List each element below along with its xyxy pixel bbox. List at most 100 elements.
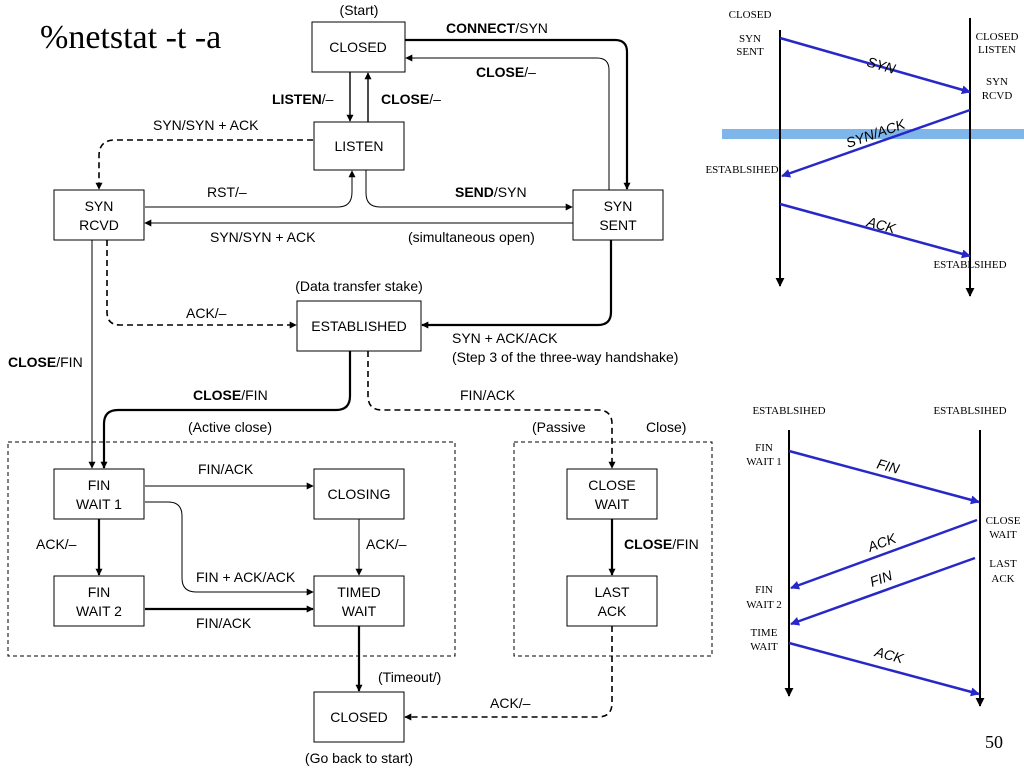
edge-synack-ack: [421, 240, 613, 329]
annotation-start: (Start): [340, 2, 379, 18]
state-label: CLOSE: [588, 477, 635, 493]
edge-send: [365, 170, 573, 211]
left-state-wait1: WAIT 1: [746, 456, 782, 468]
slide-title: %netstat -t -a: [40, 19, 221, 56]
edge-fin-ack-passive: [367, 351, 616, 469]
label-fin-ack-closing: FIN/ACK: [198, 461, 254, 477]
page-number: 50: [985, 732, 1003, 752]
msg-ack1-arrow: [790, 518, 978, 590]
highlight-band: [722, 129, 1024, 139]
state-label: ESTABLISHED: [311, 318, 406, 334]
left-state-time: TIME: [751, 627, 778, 639]
annotation-close: Close): [646, 419, 686, 435]
label-close-fin-cw: CLOSE/FIN: [624, 536, 699, 552]
handshake-diagram: SYN SYN/ACK ACK CLOSED SYN SENT CLOSED L…: [705, 9, 1024, 297]
state-closed-start: CLOSED: [311, 21, 406, 73]
label-fin-ack-passive: FIN/ACK: [460, 387, 516, 403]
state-closed-end: CLOSED: [313, 691, 405, 743]
label-send: SEND/SYN: [455, 184, 527, 200]
msg-ack-arrow: [779, 202, 971, 259]
edge-connect: [405, 38, 631, 190]
state-label: WAIT 2: [76, 603, 122, 619]
state-label: WAIT 1: [76, 496, 122, 512]
state-label: CLOSED: [329, 39, 387, 55]
edge-close-fin-mid: [100, 351, 352, 469]
state-label: ACK: [598, 603, 627, 619]
state-last-ack: LAST ACK: [566, 575, 658, 627]
teardown-diagram: FIN ACK FIN ACK ESTABLSIHED ESTABLSIHED …: [746, 405, 1021, 707]
label-ack-fw1: ACK/–: [36, 536, 77, 552]
edge-fin-ack-ack: [145, 501, 314, 596]
edge-syn-synack-top: [95, 139, 313, 190]
label-fin-ack-ack: FIN + ACK/ACK: [196, 569, 296, 585]
annotation-go-back: (Go back to start): [305, 750, 413, 766]
state-label: FIN: [88, 477, 111, 493]
right-state-listen: LISTEN: [978, 44, 1016, 56]
state-label: CLOSED: [330, 709, 388, 725]
label-close-top: CLOSE/–: [476, 64, 536, 80]
msg-syn-label: SYN: [865, 54, 898, 78]
state-label: WAIT: [342, 603, 377, 619]
state-timed-wait: TIMED WAIT: [313, 575, 405, 627]
right-state-rcvd: RCVD: [982, 90, 1013, 102]
label-syn-synack-top: SYN/SYN + ACK: [153, 117, 259, 133]
label-connect: CONNECT/SYN: [446, 20, 548, 36]
annotation-timeout: (Timeout/): [378, 669, 441, 685]
msg-fin2-label: FIN: [868, 567, 896, 590]
left-state-sent: SENT: [736, 46, 764, 58]
msg-fin2-arrow: [790, 556, 976, 626]
right-state-syn: SYN: [986, 76, 1008, 88]
annotation-passive: (Passive: [532, 419, 586, 435]
right-state-ack: ACK: [991, 573, 1014, 585]
state-label: CLOSING: [327, 486, 390, 502]
left-state-fin2: FIN: [755, 584, 773, 596]
left-state-established: ESTABLSIHED: [705, 164, 778, 176]
right-state-close: CLOSE: [986, 515, 1021, 527]
right-state-wait: WAIT: [989, 529, 1017, 541]
msg-fin1-arrow: [788, 449, 980, 505]
annotation-simultaneous-open: (simultaneous open): [408, 229, 535, 245]
state-established: ESTABLISHED: [296, 300, 422, 352]
label-fin-ack-fw2: FIN/ACK: [196, 615, 252, 631]
tcp-state-diagram: CLOSED LISTEN SYN RCVD SYN SENT ESTABLIS…: [7, 2, 713, 766]
right-state-established: ESTABLSIHED: [933, 405, 1006, 417]
passive-close-group: [513, 441, 713, 657]
state-close-wait: CLOSE WAIT: [566, 468, 658, 520]
label-rst: RST/–: [207, 184, 247, 200]
edge-ack-established: [106, 240, 297, 329]
state-syn-sent: SYN SENT: [572, 189, 664, 241]
state-syn-rcvd: SYN RCVD: [53, 189, 145, 241]
state-closing: CLOSING: [313, 468, 405, 520]
msg-ack-label: ACK: [864, 213, 898, 236]
state-listen: LISTEN: [313, 121, 405, 171]
state-fin-wait-2: FIN WAIT 2: [53, 575, 145, 627]
state-label: SYN: [85, 198, 114, 214]
left-state-established: ESTABLSIHED: [752, 405, 825, 417]
state-label: SENT: [599, 217, 637, 233]
active-close-group: [7, 441, 456, 657]
left-state-closed: CLOSED: [729, 9, 772, 21]
label-ack-established: ACK/–: [186, 305, 227, 321]
msg-fin1-label: FIN: [875, 455, 902, 477]
annotation-data-transfer: (Data transfer stake): [295, 278, 423, 294]
label-close-mid: CLOSE/–: [381, 91, 441, 107]
state-label: WAIT: [595, 496, 630, 512]
annotation-step3: (Step 3 of the three-way handshake): [452, 349, 678, 365]
state-label: LISTEN: [334, 138, 383, 154]
left-state-fin: FIN: [755, 442, 773, 454]
edge-close-top: [405, 54, 610, 190]
state-fin-wait-1: FIN WAIT 1: [53, 468, 145, 520]
left-state-wait3: WAIT: [750, 641, 778, 653]
annotation-active-close: (Active close): [188, 419, 272, 435]
right-state-closed: CLOSED: [976, 31, 1019, 43]
state-label: LAST: [594, 584, 629, 600]
msg-synack-label: SYN/ACK: [844, 115, 908, 150]
label-close-fin-left: CLOSE/FIN: [8, 354, 83, 370]
right-state-last: LAST: [989, 558, 1017, 570]
label-close-fin-mid: CLOSE/FIN: [193, 387, 268, 403]
label-listen: LISTEN/–: [272, 91, 334, 107]
label-syn-synack-bottom: SYN/SYN + ACK: [210, 229, 316, 245]
left-state-syn: SYN: [739, 33, 761, 45]
